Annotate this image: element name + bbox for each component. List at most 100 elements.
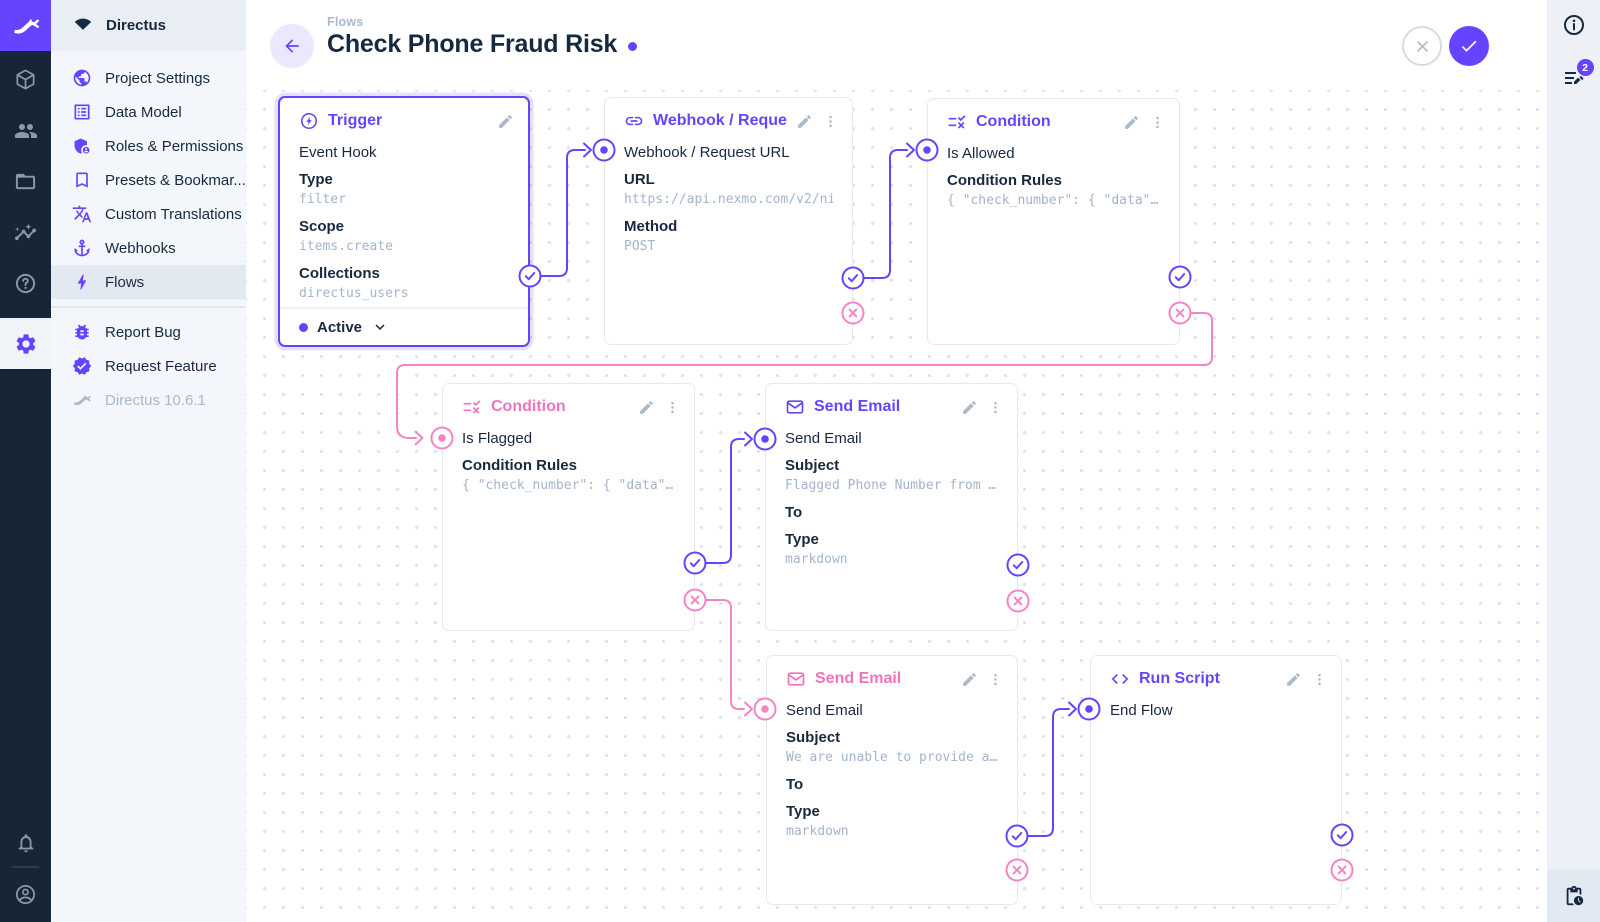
- edit-icon[interactable]: [961, 399, 978, 416]
- sidebar-item-roles-permissions[interactable]: Roles & Permissions: [51, 129, 246, 163]
- sidebar-item-webhooks[interactable]: Webhooks: [51, 231, 246, 265]
- insights-module-icon[interactable]: [0, 207, 51, 258]
- field-label: Condition Rules: [462, 457, 577, 474]
- reject-connector[interactable]: [1168, 301, 1192, 325]
- link-icon: [624, 111, 644, 131]
- version-label: Directus 10.6.1: [51, 383, 246, 417]
- field-label: Condition Rules: [947, 172, 1062, 189]
- resolve-connector[interactable]: [518, 264, 542, 288]
- kebab-menu-icon[interactable]: [823, 114, 838, 129]
- help-module-icon[interactable]: [0, 258, 51, 309]
- field-value: POST: [624, 239, 656, 254]
- edit-icon[interactable]: [1285, 671, 1302, 688]
- notes-count-badge: 2: [1576, 59, 1594, 76]
- kebab-menu-icon[interactable]: [1312, 672, 1327, 687]
- kebab-menu-icon[interactable]: [988, 672, 1003, 687]
- kebab-menu-icon[interactable]: [1150, 115, 1165, 130]
- flow-node-webhook[interactable]: Webhook / Request URL Webhook / Request …: [604, 97, 853, 345]
- breadcrumb[interactable]: Flows: [327, 15, 364, 29]
- content-module-icon[interactable]: [0, 54, 51, 105]
- activity-notes-icon[interactable]: 2: [1562, 59, 1594, 93]
- directus-logo[interactable]: [0, 0, 51, 51]
- field-label: Type: [786, 803, 820, 820]
- flow-node-condition-flagged[interactable]: Condition Is Flagged Condition Rules{ "c…: [442, 383, 695, 631]
- node-title: Webhook / Request URL: [653, 112, 787, 129]
- condition-rule-icon: [462, 397, 482, 417]
- project-logo-icon: [74, 18, 92, 30]
- nav-divider: [51, 306, 246, 308]
- rabbit-icon: [72, 390, 92, 410]
- save-button[interactable]: [1449, 26, 1489, 66]
- condition-rule-icon: [947, 112, 967, 132]
- sidebar-item-label: Report Bug: [105, 323, 181, 341]
- kebab-menu-icon[interactable]: [665, 400, 680, 415]
- status-dot: [299, 322, 308, 332]
- sidebar-item-report-bug[interactable]: Report Bug: [51, 315, 246, 349]
- input-connector[interactable]: [430, 426, 454, 450]
- arrow-left-icon: [285, 39, 299, 53]
- sidebar-item-presets-bookmarks[interactable]: Presets & Bookmar...: [51, 163, 246, 197]
- mail-icon: [785, 397, 805, 417]
- sidebar-item-flows[interactable]: Flows: [51, 265, 246, 299]
- reject-connector[interactable]: [683, 588, 707, 612]
- cancel-button[interactable]: [1402, 26, 1442, 66]
- field-value: directus_users: [299, 286, 409, 301]
- kebab-menu-icon[interactable]: [988, 400, 1003, 415]
- resolve-connector[interactable]: [1005, 824, 1029, 848]
- resolve-connector[interactable]: [841, 266, 865, 290]
- account-circle-icon[interactable]: [0, 869, 51, 920]
- files-module-icon[interactable]: [0, 156, 51, 207]
- revisions-clipboard-icon[interactable]: [1547, 870, 1600, 922]
- input-connector[interactable]: [915, 138, 939, 162]
- edit-icon[interactable]: [1123, 114, 1140, 131]
- edit-icon[interactable]: [497, 113, 514, 130]
- resolve-connector[interactable]: [1168, 265, 1192, 289]
- sidebar-item-data-model[interactable]: Data Model: [51, 95, 246, 129]
- reject-connector[interactable]: [1006, 589, 1030, 613]
- edit-icon[interactable]: [638, 399, 655, 416]
- sidebar-item-project-settings[interactable]: Project Settings: [51, 61, 246, 95]
- resolve-connector[interactable]: [1330, 823, 1354, 847]
- edit-icon[interactable]: [796, 113, 813, 130]
- back-button[interactable]: [270, 24, 314, 68]
- reject-connector[interactable]: [1330, 858, 1354, 882]
- field-value: markdown: [786, 824, 849, 839]
- node-title: Condition: [491, 398, 566, 415]
- operation-name: Event Hook: [299, 144, 377, 161]
- flow-node-condition-allowed[interactable]: Condition Is Allowed Condition Rules{ "c…: [927, 98, 1180, 345]
- field-label: Collections: [299, 265, 380, 282]
- users-module-icon[interactable]: [0, 105, 51, 156]
- input-connector[interactable]: [592, 138, 616, 162]
- reject-connector[interactable]: [1005, 858, 1029, 882]
- node-title: Send Email: [814, 398, 901, 415]
- project-switcher[interactable]: Directus: [51, 0, 246, 51]
- settings-module-icon[interactable]: [0, 318, 51, 369]
- sidebar-item-label: Data Model: [105, 103, 182, 121]
- node-title: Trigger: [328, 112, 383, 129]
- info-icon[interactable]: [1562, 13, 1586, 40]
- check-icon: [1461, 40, 1477, 52]
- sidebar-item-custom-translations[interactable]: Custom Translations: [51, 197, 246, 231]
- rabbit-icon: [11, 11, 41, 41]
- input-connector[interactable]: [1077, 697, 1101, 721]
- notifications-bell-icon[interactable]: [0, 817, 51, 868]
- input-connector[interactable]: [753, 697, 777, 721]
- badge-check-icon: [72, 356, 92, 376]
- resolve-connector[interactable]: [1006, 553, 1030, 577]
- resolve-connector[interactable]: [683, 551, 707, 575]
- flow-status-toggle[interactable]: Active: [280, 307, 528, 345]
- sidebar-item-label: Custom Translations: [105, 205, 242, 223]
- reject-connector[interactable]: [841, 301, 865, 325]
- input-connector[interactable]: [753, 427, 777, 451]
- field-value: markdown: [785, 552, 848, 567]
- sidebar-item-request-feature[interactable]: Request Feature: [51, 349, 246, 383]
- edit-icon[interactable]: [961, 671, 978, 688]
- flow-node-run-script[interactable]: Run Script End Flow: [1090, 655, 1342, 905]
- operation-name: End Flow: [1110, 702, 1173, 719]
- bug-icon: [72, 322, 92, 342]
